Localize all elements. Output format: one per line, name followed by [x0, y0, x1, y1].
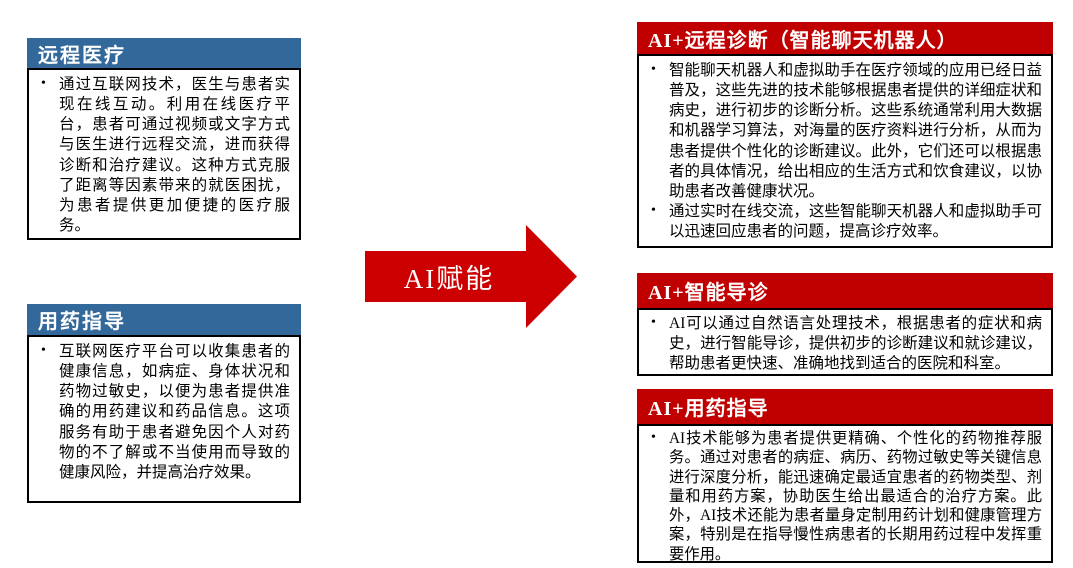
- telemedicine-bullet: 通过互联网技术，医生与患者实现在线互动。利用在线医疗平台，患者可通过视频或文字方…: [35, 75, 290, 236]
- ai-smart-triage-bullet-list: AI可以通过自然语言处理技术，根据患者的症状和病史，进行智能导诊，提供初步的诊断…: [645, 314, 1042, 374]
- ai-medication-guidance-body: AI技术能够为患者提供更精确、个性化的药物推荐服务。通过对患者的病症、病历、药物…: [637, 424, 1053, 563]
- telemedicine-box: 远程医疗 通过互联网技术，医生与患者实现在线互动。利用在线医疗平台，患者可通过视…: [27, 38, 301, 240]
- medication-guidance-bullet-list: 互联网医疗平台可以收集患者的健康信息，如病症、身体状况和药物过敏史，以便为患者提…: [35, 342, 290, 483]
- telemedicine-bullet-list: 通过互联网技术，医生与患者实现在线互动。利用在线医疗平台，患者可通过视频或文字方…: [35, 75, 290, 236]
- ai-smart-triage-bullet: AI可以通过自然语言处理技术，根据患者的症状和病史，进行智能导诊，提供初步的诊断…: [645, 314, 1042, 374]
- right-arrow-icon: [365, 225, 577, 328]
- ai-remote-diagnosis-box: AI+远程诊断（智能聊天机器人） 智能聊天机器人和虚拟助手在医疗领域的应用已经日…: [637, 22, 1053, 248]
- medication-guidance-box: 用药指导 互联网医疗平台可以收集患者的健康信息，如病症、身体状况和药物过敏史，以…: [27, 304, 301, 503]
- medication-guidance-title: 用药指导: [38, 311, 126, 333]
- medication-guidance-header: 用药指导: [27, 304, 301, 335]
- ai-medication-guidance-title: AI+用药指导: [648, 398, 769, 420]
- medication-guidance-bullet: 互联网医疗平台可以收集患者的健康信息，如病症、身体状况和药物过敏史，以便为患者提…: [35, 342, 290, 483]
- ai-medication-guidance-header: AI+用药指导: [637, 389, 1053, 424]
- ai-medication-guidance-box: AI+用药指导 AI技术能够为患者提供更精确、个性化的药物推荐服务。通过对患者的…: [637, 389, 1053, 563]
- medication-guidance-body: 互联网医疗平台可以收集患者的健康信息，如病症、身体状况和药物过敏史，以便为患者提…: [27, 335, 301, 503]
- ai-medication-guidance-bullet: AI技术能够为患者提供更精确、个性化的药物推荐服务。通过对患者的病症、病历、药物…: [645, 429, 1042, 561]
- ai-remote-diagnosis-bullet: 通过实时在线交流，这些智能聊天机器人和虚拟助手可以迅速回应患者的问题，提高诊疗效…: [645, 202, 1042, 242]
- telemedicine-body: 通过互联网技术，医生与患者实现在线互动。利用在线医疗平台，患者可通过视频或文字方…: [27, 68, 301, 240]
- ai-remote-diagnosis-header: AI+远程诊断（智能聊天机器人）: [637, 22, 1053, 54]
- ai-medication-guidance-bullet-list: AI技术能够为患者提供更精确、个性化的药物推荐服务。通过对患者的病症、病历、药物…: [645, 429, 1042, 561]
- ai-smart-triage-body: AI可以通过自然语言处理技术，根据患者的症状和病史，进行智能导诊，提供初步的诊断…: [637, 308, 1053, 376]
- ai-smart-triage-box: AI+智能导诊 AI可以通过自然语言处理技术，根据患者的症状和病史，进行智能导诊…: [637, 273, 1053, 376]
- ai-remote-diagnosis-body: 智能聊天机器人和虚拟助手在医疗领域的应用已经日益普及，这些先进的技术能够根据患者…: [637, 54, 1053, 248]
- arrow-label: AI赋能: [403, 264, 495, 294]
- ai-empowerment-arrow: AI赋能: [365, 225, 577, 328]
- ai-remote-diagnosis-bullet-list: 智能聊天机器人和虚拟助手在医疗领域的应用已经日益普及，这些先进的技术能够根据患者…: [645, 61, 1042, 242]
- ai-smart-triage-title: AI+智能导诊: [648, 282, 769, 304]
- telemedicine-title: 远程医疗: [38, 44, 126, 67]
- ai-smart-triage-header: AI+智能导诊: [637, 273, 1053, 308]
- ai-remote-diagnosis-title: AI+远程诊断（智能聊天机器人）: [648, 29, 958, 52]
- telemedicine-header: 远程医疗: [27, 38, 301, 68]
- ai-remote-diagnosis-bullet: 智能聊天机器人和虚拟助手在医疗领域的应用已经日益普及，这些先进的技术能够根据患者…: [645, 61, 1042, 202]
